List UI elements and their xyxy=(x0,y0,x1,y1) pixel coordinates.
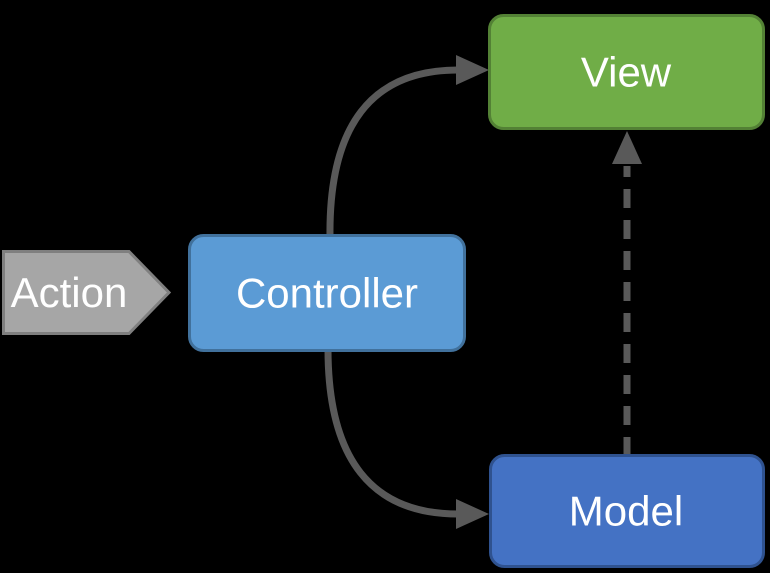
controller-box xyxy=(188,234,466,352)
model-label: Model xyxy=(569,488,683,535)
view-label: View xyxy=(581,49,672,96)
model-box xyxy=(489,454,765,568)
action-label: Action xyxy=(11,269,128,316)
model-to-view-arrowhead-icon xyxy=(612,131,642,164)
node-controller: Controller xyxy=(188,234,466,352)
edge-model-to-view xyxy=(612,131,642,456)
controller-label: Controller xyxy=(236,270,418,317)
controller-to-model-arrowhead-icon xyxy=(456,499,489,529)
node-action: Action xyxy=(2,250,172,335)
action-chevron-shape xyxy=(2,250,172,335)
view-box xyxy=(488,14,765,130)
node-view: View xyxy=(488,14,765,130)
node-model: Model xyxy=(489,454,765,568)
controller-to-view-curve xyxy=(326,66,459,238)
edge-controller-to-view xyxy=(326,55,489,238)
controller-to-model-curve xyxy=(324,348,459,518)
controller-to-view-arrowhead-icon xyxy=(456,55,489,85)
edge-controller-to-model xyxy=(324,348,489,529)
